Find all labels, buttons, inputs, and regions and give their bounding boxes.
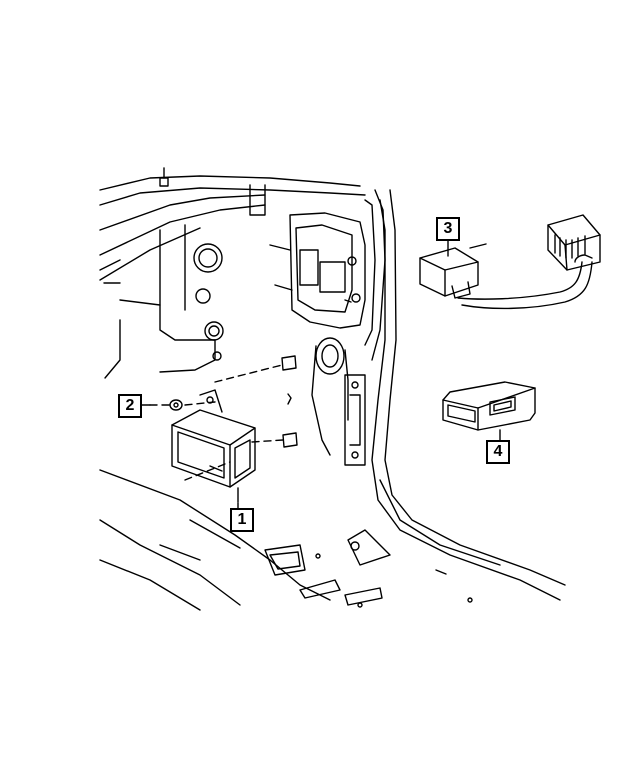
- switch: [442, 381, 536, 441]
- callout-3: 3: [436, 217, 460, 241]
- callout-leaders: [141, 240, 449, 406]
- callout-4: 4: [486, 440, 510, 464]
- fasteners: [169, 299, 352, 448]
- floor-pan: [99, 469, 473, 611]
- latch-assembly: [269, 189, 386, 361]
- leader-lines: [149, 364, 284, 481]
- wiring-harness: [419, 214, 601, 310]
- callout-2: 2: [118, 394, 142, 418]
- pillar-bracket: [311, 337, 366, 466]
- control-module: [171, 389, 256, 503]
- body-structure: [99, 167, 366, 379]
- callout-1: 1: [230, 508, 254, 532]
- door-opening: [371, 189, 566, 601]
